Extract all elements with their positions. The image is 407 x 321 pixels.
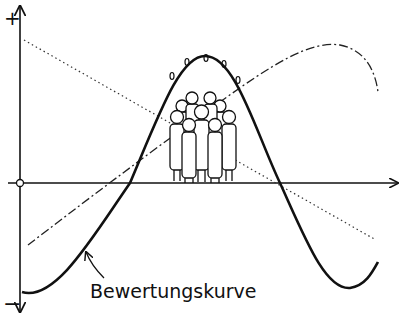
axis-minus-sign: − [3,293,21,315]
origin-circle [17,180,24,187]
curve-label: Bewertungskurve [90,282,256,301]
curve-marks [170,55,240,84]
leader-arrow [86,252,104,278]
people-group [170,92,236,183]
dotted-line [24,40,376,240]
x-axis [8,182,398,183]
y-axis [19,6,21,312]
axis-plus-sign: + [4,8,21,28]
evaluation-curve [22,56,378,293]
dash-dot-curve [28,44,378,245]
